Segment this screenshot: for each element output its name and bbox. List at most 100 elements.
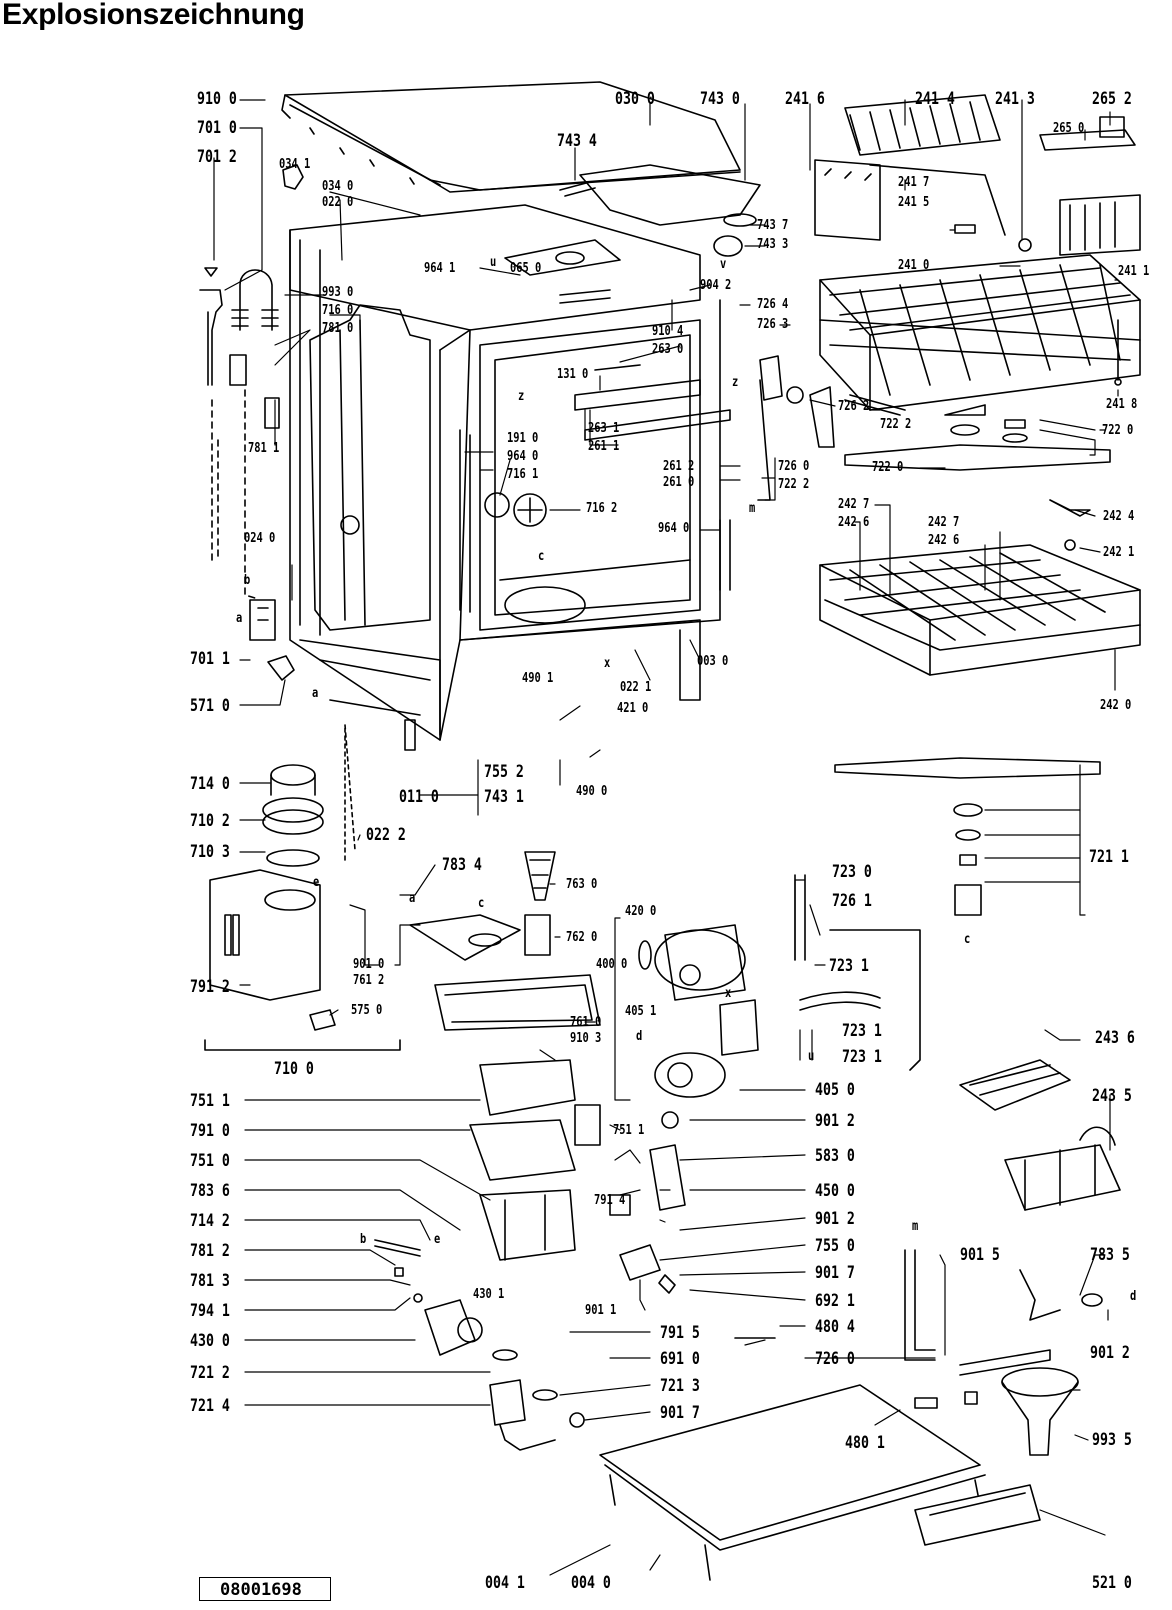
part-label: 751 1: [190, 1091, 230, 1111]
part-label: 571 0: [190, 696, 230, 716]
tub-frame: [289, 204, 731, 741]
part-label: 241 1: [1118, 264, 1150, 279]
part-label: 242 6: [928, 533, 960, 548]
part-label: 743 3: [757, 237, 789, 252]
reference-letter: c: [478, 896, 485, 911]
part-label: 791 5: [660, 1323, 700, 1343]
leader-lines: [213, 99, 1119, 1576]
part-label: 726 0: [815, 1349, 855, 1369]
part-label: 755 0: [815, 1236, 855, 1256]
part-label: 901 7: [815, 1263, 855, 1283]
part-label: 261 0: [663, 475, 695, 490]
part-label: 575 0: [351, 1003, 383, 1018]
part-label: 781 1: [248, 441, 280, 456]
part-label: 241 4: [915, 89, 955, 109]
part-label: 901 5: [960, 1245, 1000, 1265]
lower-spray-arm: [834, 757, 1101, 916]
lower-basket: [819, 499, 1141, 676]
part-label: 794 1: [190, 1301, 230, 1321]
part-label: 692 1: [815, 1291, 855, 1311]
reference-letter: e: [434, 1232, 441, 1247]
part-label: 714 0: [190, 774, 230, 794]
reference-letter: a: [409, 891, 416, 906]
reference-letter: z: [518, 389, 525, 404]
part-label: 901 2: [815, 1111, 855, 1131]
part-label: 726 3: [757, 317, 789, 332]
part-label: 022 1: [620, 680, 652, 695]
part-label: 964 0: [658, 521, 690, 536]
part-label: 261 2: [663, 459, 695, 474]
part-label: 701 1: [190, 649, 230, 669]
part-label: 263 1: [588, 421, 620, 436]
upper-basket: [814, 94, 1141, 411]
part-label: 743 4: [557, 131, 597, 151]
part-label: 242 7: [928, 515, 960, 530]
part-label: 242 0: [1100, 698, 1132, 713]
part-label: 723 1: [829, 956, 869, 976]
reference-letter: c: [538, 549, 545, 564]
part-label: 241 5: [898, 195, 930, 210]
control-panel: [914, 1484, 1041, 1546]
part-label: 901 1: [585, 1303, 617, 1318]
part-label: 131 0: [557, 367, 589, 382]
part-label: 762 0: [566, 930, 598, 945]
document-number: 08001698: [220, 1580, 302, 1600]
reference-letter: d: [636, 1029, 643, 1044]
part-label: 964 1: [424, 261, 456, 276]
part-label: 721 2: [190, 1363, 230, 1383]
part-label: 722 2: [880, 417, 912, 432]
part-label: 781 0: [322, 321, 354, 336]
part-label: 263 0: [652, 342, 684, 357]
part-label: 691 0: [660, 1349, 700, 1369]
part-label: 490 0: [576, 784, 608, 799]
part-label: 910 0: [197, 89, 237, 109]
part-label: 910 3: [570, 1031, 602, 1046]
reference-letter: u: [490, 255, 497, 270]
reference-letter: b: [360, 1232, 367, 1247]
part-label: 721 1: [1089, 847, 1129, 867]
filling-funnel: [1001, 1367, 1079, 1456]
part-label: 450 0: [815, 1181, 855, 1201]
part-label: 405 1: [625, 1004, 657, 1019]
part-label: 405 0: [815, 1080, 855, 1100]
part-label: 241 0: [898, 258, 930, 273]
reference-letter: x: [725, 986, 732, 1001]
wash-pump: [609, 924, 759, 1294]
filter-assembly: [409, 851, 601, 1261]
part-label: 243 5: [1092, 1086, 1132, 1106]
top-cover: [281, 81, 741, 193]
part-label: 191 0: [507, 431, 539, 446]
reference-letter: c: [964, 932, 971, 947]
part-label: 726 4: [757, 297, 789, 312]
part-label: 783 6: [190, 1181, 230, 1201]
part-label: 710 3: [190, 842, 230, 862]
base-plate: [599, 1384, 986, 1581]
page-title: Explosionszeichnung: [2, 0, 305, 31]
part-label: 034 1: [279, 157, 311, 172]
part-label: 400 0: [596, 957, 628, 972]
part-label: 242 1: [1103, 545, 1135, 560]
part-label: 723 0: [832, 862, 872, 882]
part-label: 421 0: [617, 701, 649, 716]
part-label: 480 4: [815, 1317, 855, 1337]
part-label: 910 4: [652, 324, 684, 339]
part-label: 242 7: [838, 497, 870, 512]
part-label: 004 1: [485, 1573, 525, 1593]
part-label: 743 0: [700, 89, 740, 109]
part-label: 710 2: [190, 811, 230, 831]
reference-letter: v: [720, 257, 727, 272]
part-label: 791 0: [190, 1121, 230, 1141]
hoses: [734, 874, 1103, 1376]
part-label: 904 2: [700, 278, 732, 293]
reference-letter: a: [236, 611, 243, 626]
cover-bracket: [559, 164, 761, 257]
part-label: 726 0: [778, 459, 810, 474]
reference-letter: e: [313, 875, 320, 890]
part-label: 242 6: [838, 515, 870, 530]
part-label: 791 4: [594, 1193, 626, 1208]
part-label: 030 0: [615, 89, 655, 109]
part-label: 242 4: [1103, 509, 1135, 524]
part-label: 726 1: [832, 891, 872, 911]
part-label: 901 2: [815, 1209, 855, 1229]
